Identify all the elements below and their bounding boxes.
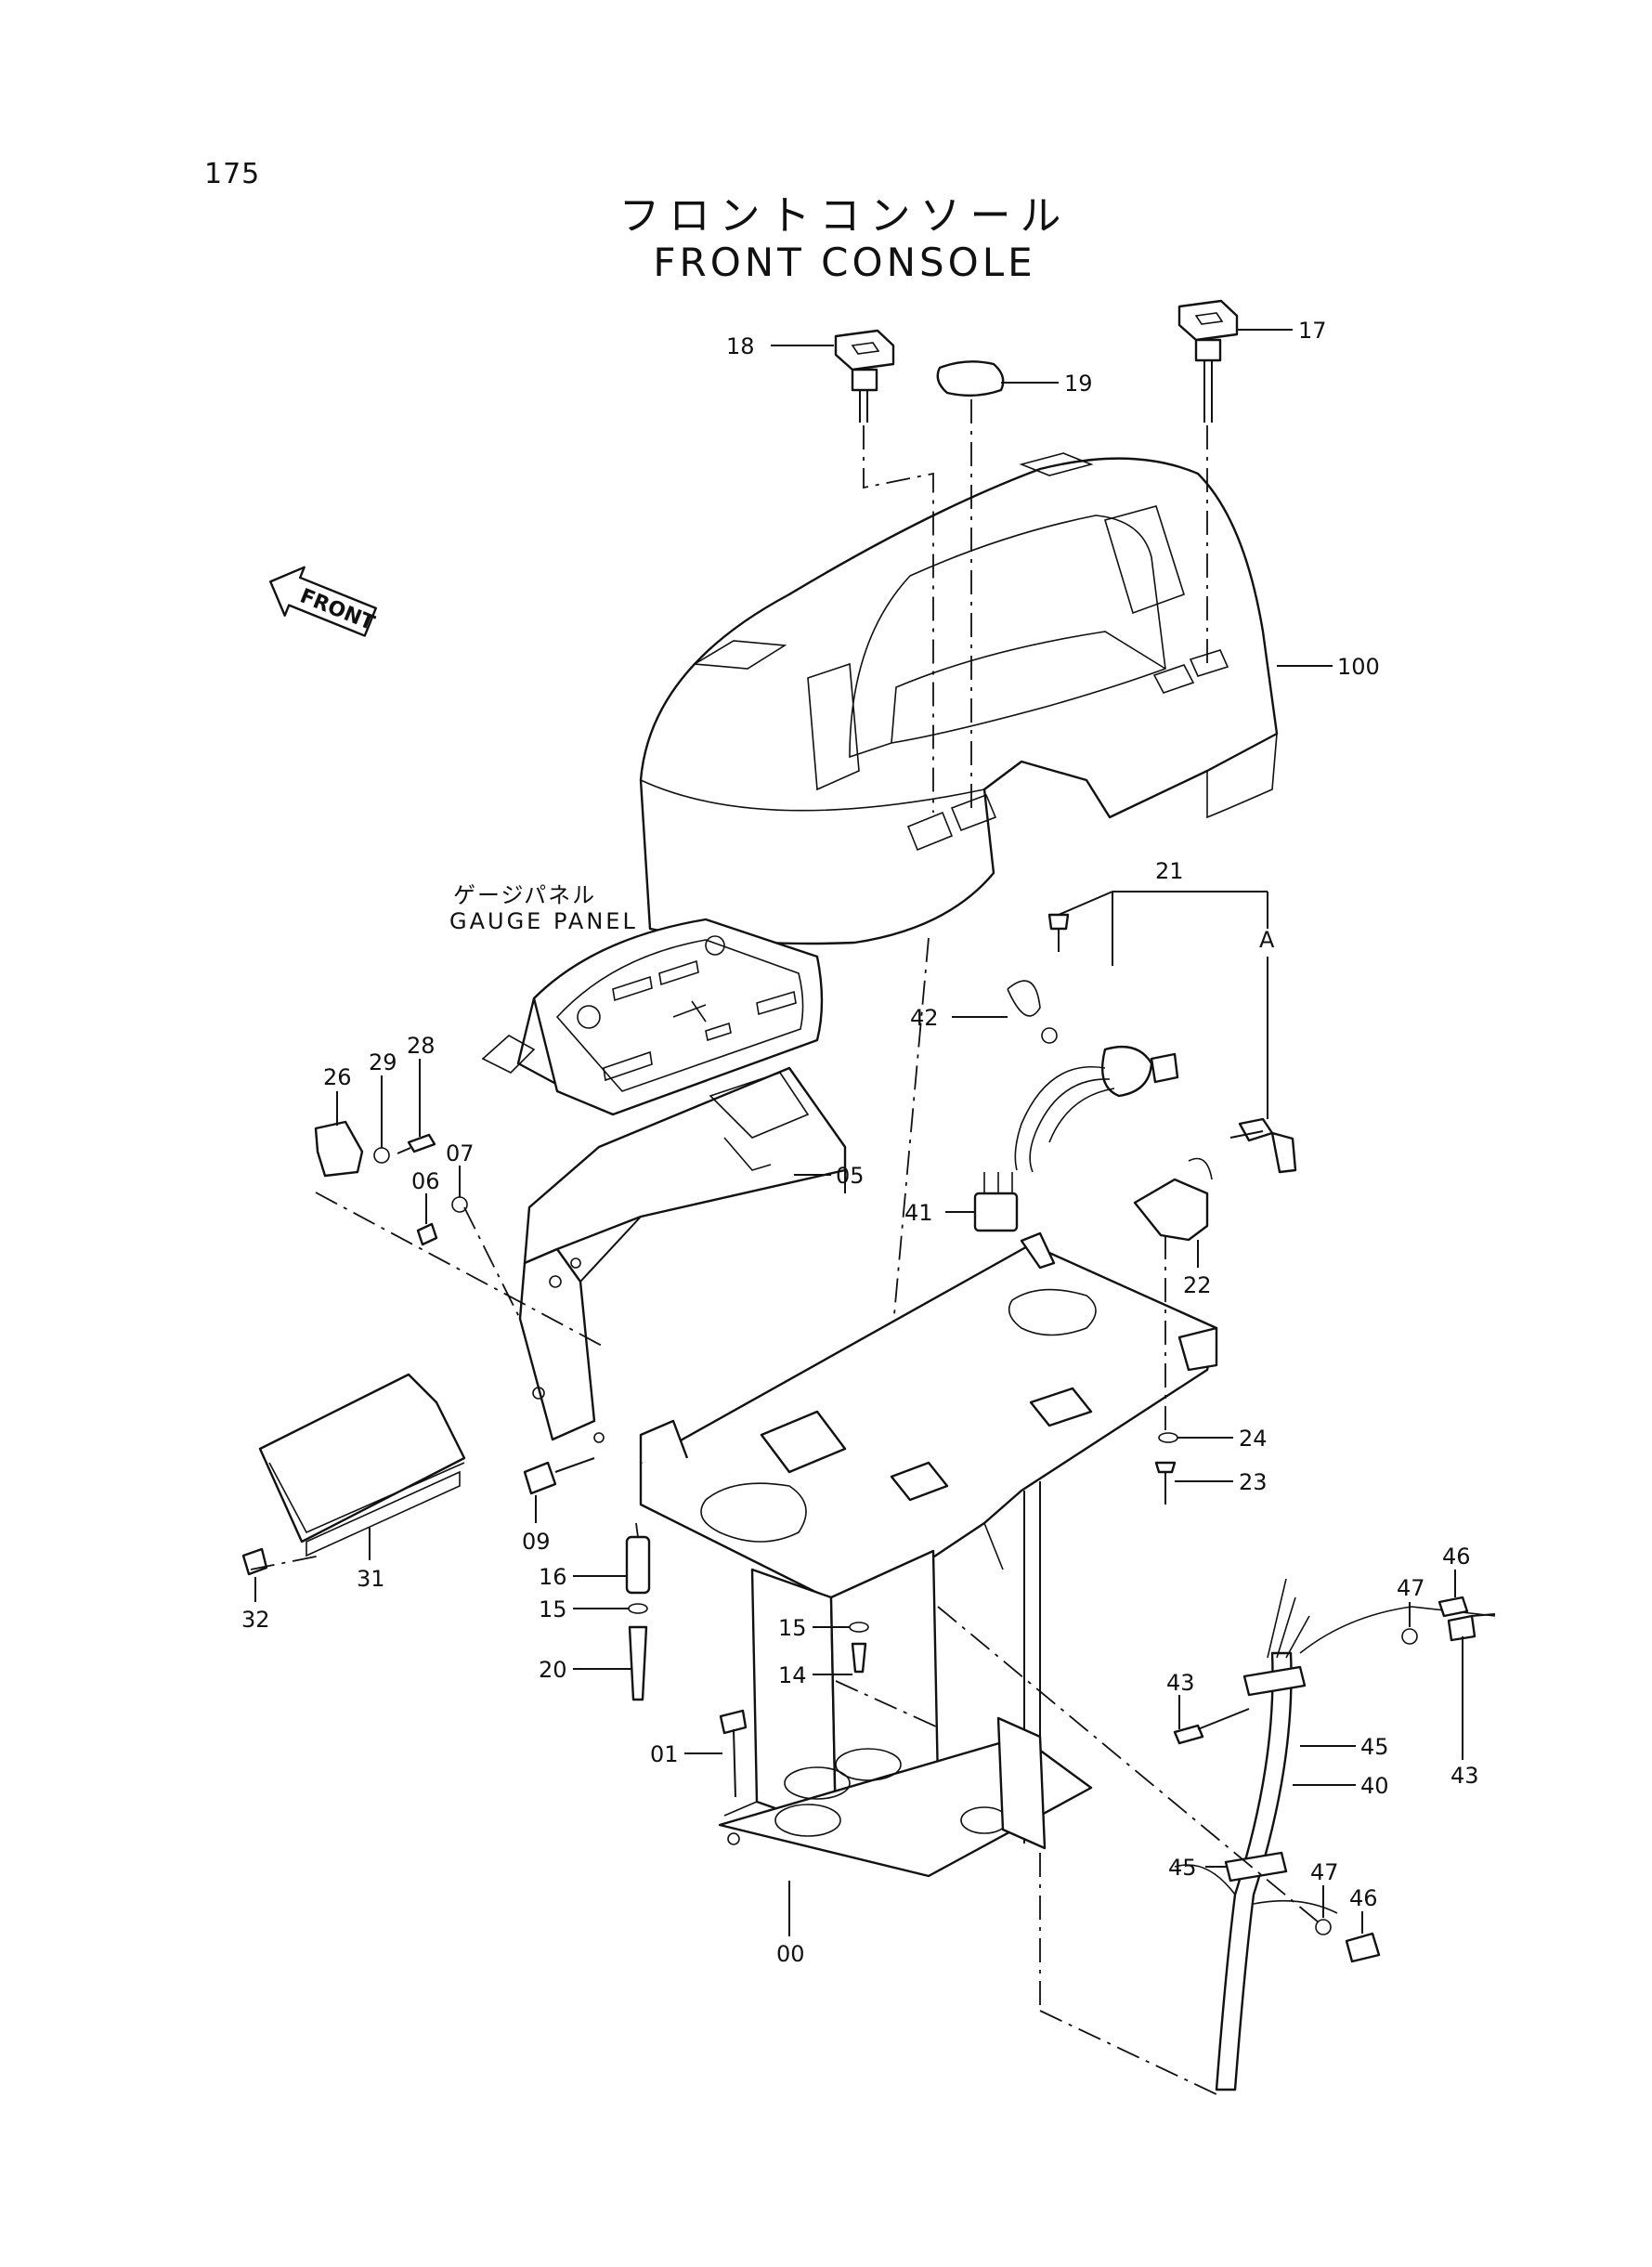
callout-42: 42 xyxy=(910,1005,939,1031)
callout-16: 16 xyxy=(539,1564,567,1590)
gauge-panel xyxy=(481,918,824,1116)
gauge-panel-label-english: GAUGE PANEL xyxy=(449,908,638,934)
callout-46-lower: 46 xyxy=(1349,1885,1378,1911)
callout-46-upper: 46 xyxy=(1442,1544,1471,1570)
title-japanese: フロントコンソール xyxy=(618,192,1071,240)
wire-harness-part-40 xyxy=(1173,1578,1496,2091)
callout-15-left: 15 xyxy=(539,1596,567,1622)
callout-23: 23 xyxy=(1239,1469,1268,1495)
callout-26: 26 xyxy=(323,1064,352,1090)
cover-part-31 xyxy=(241,1373,466,1576)
bracket-part-05 xyxy=(518,1066,847,1443)
callout-40: 40 xyxy=(1360,1773,1389,1799)
title-english: FRONT CONSOLE xyxy=(653,240,1036,285)
cap-part-19 xyxy=(936,360,1005,397)
callout-43-left: 43 xyxy=(1166,1670,1195,1696)
washer-part-24 xyxy=(1158,1432,1178,1443)
callout-00: 00 xyxy=(776,1941,805,1967)
callout-45-upper: 45 xyxy=(1360,1734,1389,1760)
fastener-group-upper-left xyxy=(314,1120,468,1246)
callout-a: A xyxy=(1259,927,1275,953)
front-console-cover xyxy=(639,452,1279,945)
callout-01: 01 xyxy=(650,1741,679,1767)
switch-part-17 xyxy=(1177,299,1239,423)
support-column-and-base xyxy=(718,1549,1093,1878)
callout-07: 07 xyxy=(446,1140,475,1166)
callout-43-right: 43 xyxy=(1450,1763,1479,1789)
callout-19: 19 xyxy=(1064,371,1093,397)
callout-06: 06 xyxy=(411,1168,440,1194)
callout-45-lower: 45 xyxy=(1168,1855,1197,1881)
callout-17: 17 xyxy=(1298,318,1327,344)
callout-47-lower: 47 xyxy=(1310,1859,1339,1885)
callout-18: 18 xyxy=(726,333,755,359)
fastener-group-center xyxy=(625,1535,869,1798)
callout-28: 28 xyxy=(407,1033,436,1059)
callout-05: 05 xyxy=(836,1163,865,1189)
callout-41: 41 xyxy=(904,1200,933,1226)
callout-31: 31 xyxy=(357,1566,385,1592)
callout-32: 32 xyxy=(241,1607,270,1633)
bolt-part-23 xyxy=(1154,1461,1177,1505)
switch-part-18 xyxy=(834,329,895,423)
callout-15-right: 15 xyxy=(778,1615,807,1641)
callout-29: 29 xyxy=(369,1049,397,1075)
callout-21: 21 xyxy=(1155,858,1184,884)
callout-labels: 18 19 17 100 21 A 42 41 22 05 26 29 28 0… xyxy=(241,318,1479,1967)
main-frame xyxy=(639,1231,1218,1844)
callout-09: 09 xyxy=(522,1529,551,1555)
page-number: 175 xyxy=(204,158,261,190)
callout-14: 14 xyxy=(778,1662,807,1688)
callout-22: 22 xyxy=(1183,1272,1212,1298)
key-switch-assembly xyxy=(973,913,1297,1242)
gauge-panel-label-japanese: ゲージパネル xyxy=(453,882,597,908)
callout-47-upper: 47 xyxy=(1397,1575,1425,1601)
callout-20: 20 xyxy=(539,1657,567,1683)
callout-100: 100 xyxy=(1337,654,1380,680)
bolt-part-09 xyxy=(523,1457,595,1495)
front-arrow-icon: FRONT xyxy=(269,566,378,637)
callout-24: 24 xyxy=(1239,1426,1268,1452)
